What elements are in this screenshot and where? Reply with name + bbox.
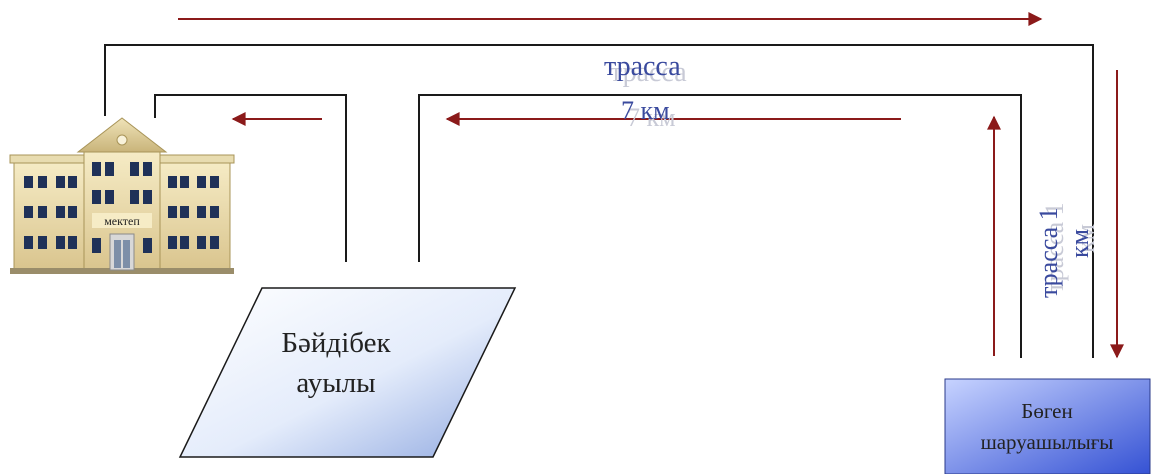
farm-shape xyxy=(944,378,1151,474)
farm-name-line2: шаруашылығы xyxy=(981,430,1114,454)
direction-arrows xyxy=(178,12,1124,359)
main-distance-label: 7 км xyxy=(621,96,670,125)
branch-unit-label-shadow: км xyxy=(1071,224,1100,253)
main-distance-label-shadow: 7 км xyxy=(627,103,676,132)
inner-road xyxy=(418,94,1022,358)
outer-road xyxy=(104,44,1094,358)
branch-road-label-shadow: трасса 1 xyxy=(1040,202,1069,293)
branch-unit-label: км xyxy=(1065,229,1094,258)
main-road-label: трасса xyxy=(604,51,681,82)
main-road-label-shadow: трасса xyxy=(610,57,687,88)
roads xyxy=(104,44,1094,358)
school-building-icon: мектеп xyxy=(9,117,235,274)
school-spur-road xyxy=(154,94,347,262)
village-name-line2: ауылы xyxy=(296,367,375,399)
branch-road-label: трасса 1 xyxy=(1034,207,1063,298)
village-node: Бәйдібек ауылы xyxy=(178,287,517,458)
school-sign: мектеп xyxy=(104,214,140,228)
farm-name-line1: Бөген xyxy=(1021,399,1072,423)
village-name-line1: Бәйдібек xyxy=(281,327,391,359)
route-labels: трасса трасса 7 км 7 км трасса 1 трасса … xyxy=(604,51,1100,298)
farm-node: Бөген шаруашылығы xyxy=(944,378,1151,474)
village-shape xyxy=(178,287,517,458)
